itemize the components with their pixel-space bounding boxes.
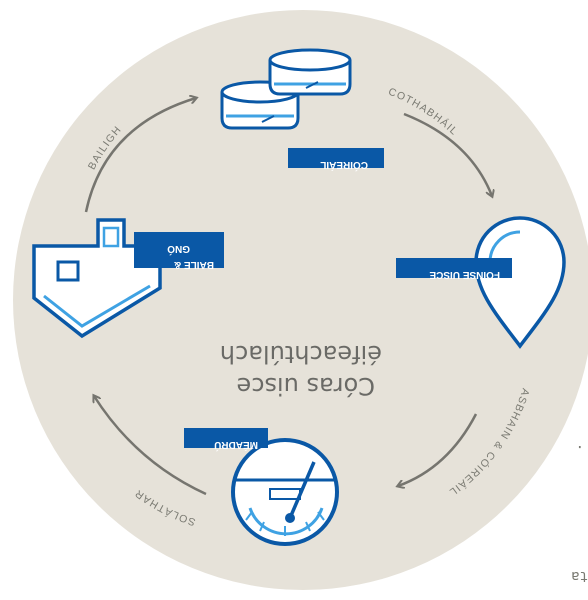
meadru-label-box <box>184 428 268 448</box>
foinse-label-box <box>396 258 512 278</box>
flow-arrow-asbhain <box>398 413 478 486</box>
node-meadru: MÉADRÚ <box>184 428 339 546</box>
flow-arrow-bailigh <box>84 98 196 213</box>
foinse-label: FOINSE UISCE <box>429 269 500 280</box>
diagram-background-circle <box>13 10 588 590</box>
diagram-title-line2: éifeachtúlach <box>220 340 382 368</box>
baile-label-box <box>134 232 224 268</box>
diagram-title-line1: Córas uisce <box>237 372 376 400</box>
node-foinse: FOINSE UISCE <box>396 216 566 349</box>
baile-label-line2: GNÓ <box>167 243 190 256</box>
water-drop-icon <box>474 216 566 349</box>
node-coireail: CÓIREÁIL <box>220 48 384 172</box>
flow-arrow-cothabhail <box>403 112 492 196</box>
water-tank-icon <box>220 48 352 130</box>
flow-arrow-solathar <box>94 396 207 496</box>
meter-gauge-icon <box>231 438 339 546</box>
house-icon <box>32 218 162 339</box>
coireail-label-box <box>288 148 384 168</box>
node-baile: BAILE & GNÓ <box>32 218 224 339</box>
meadru-label: MÉADRÚ <box>214 439 258 452</box>
baile-label-line1: BAILE & <box>174 259 214 270</box>
edge-text-fragment-dot: . <box>576 442 584 458</box>
edge-text-fragment-ta: ta <box>571 568 588 584</box>
coireail-label: CÓIREÁIL <box>320 159 368 172</box>
